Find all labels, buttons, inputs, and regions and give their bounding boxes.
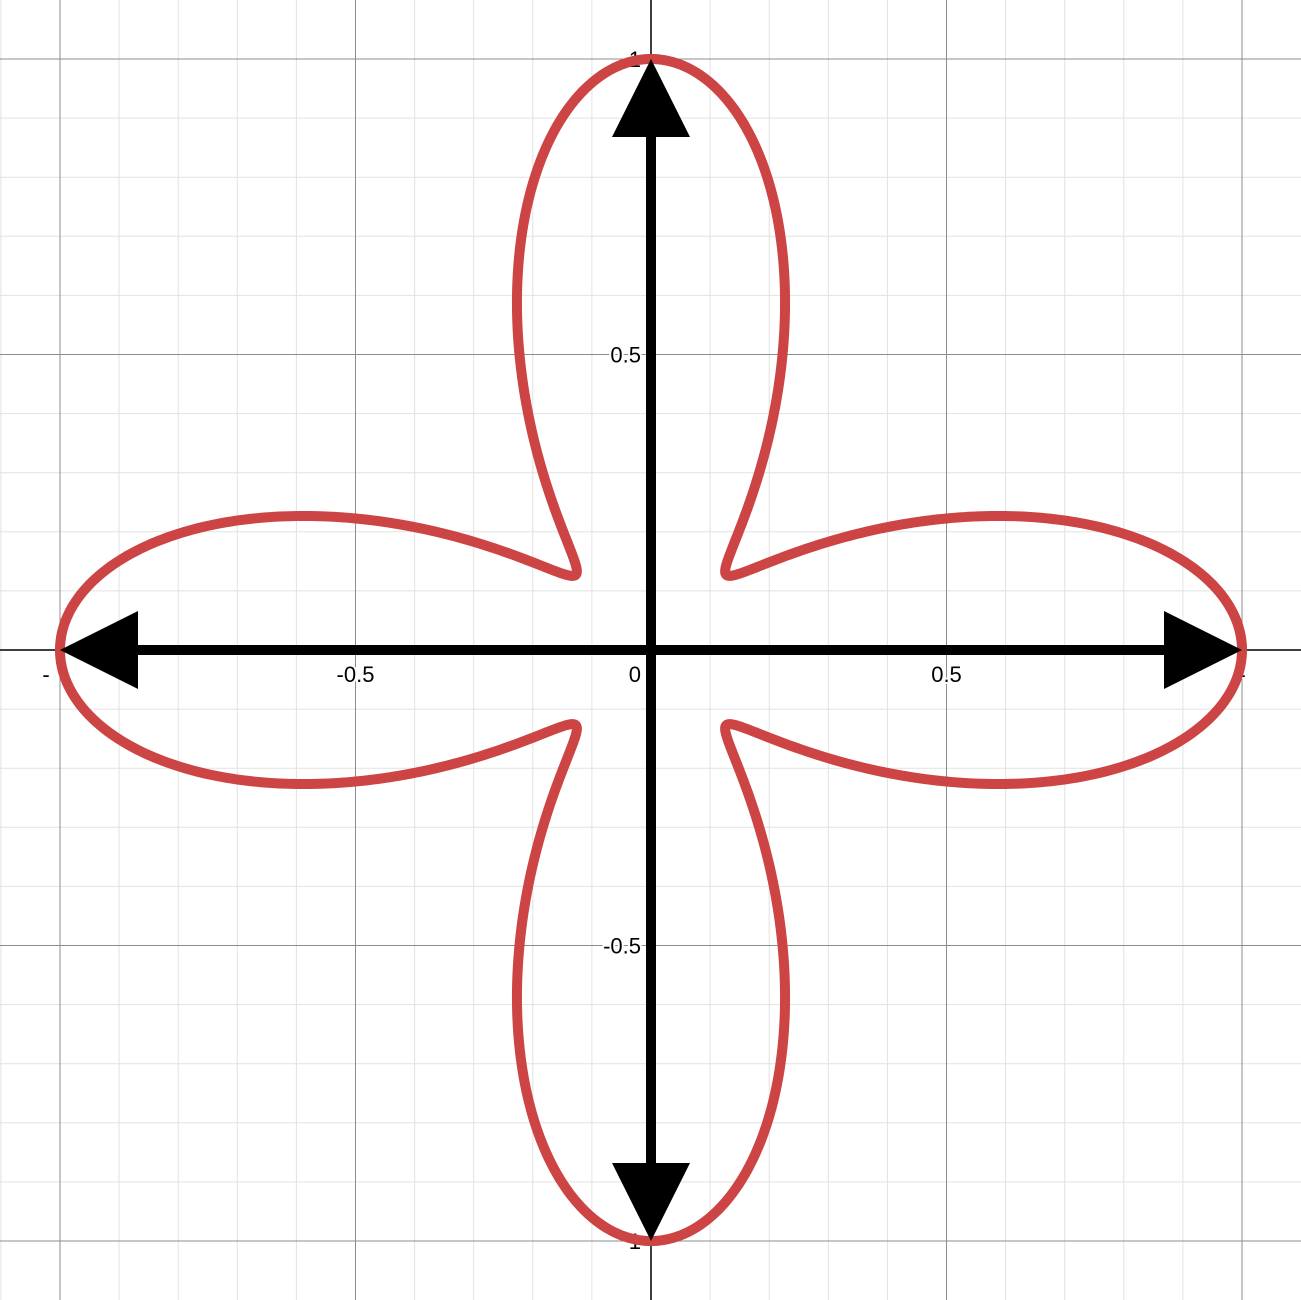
y-tick-label--0.5: -0.5 bbox=[603, 934, 641, 959]
x-tick-label-0.5: 0.5 bbox=[931, 662, 962, 687]
arrow-head-left bbox=[60, 611, 138, 689]
arrow-head-down bbox=[612, 1163, 690, 1241]
x-tick-label-0: 0 bbox=[629, 662, 641, 687]
arrow-head-up bbox=[612, 59, 690, 137]
x-tick-label--0.5: -0.5 bbox=[337, 662, 375, 687]
arrow-head-right bbox=[1164, 611, 1242, 689]
y-tick-label-0.5: 0.5 bbox=[610, 343, 641, 368]
arrows bbox=[60, 59, 1242, 1241]
x-tick-label--1: - bbox=[42, 662, 49, 687]
